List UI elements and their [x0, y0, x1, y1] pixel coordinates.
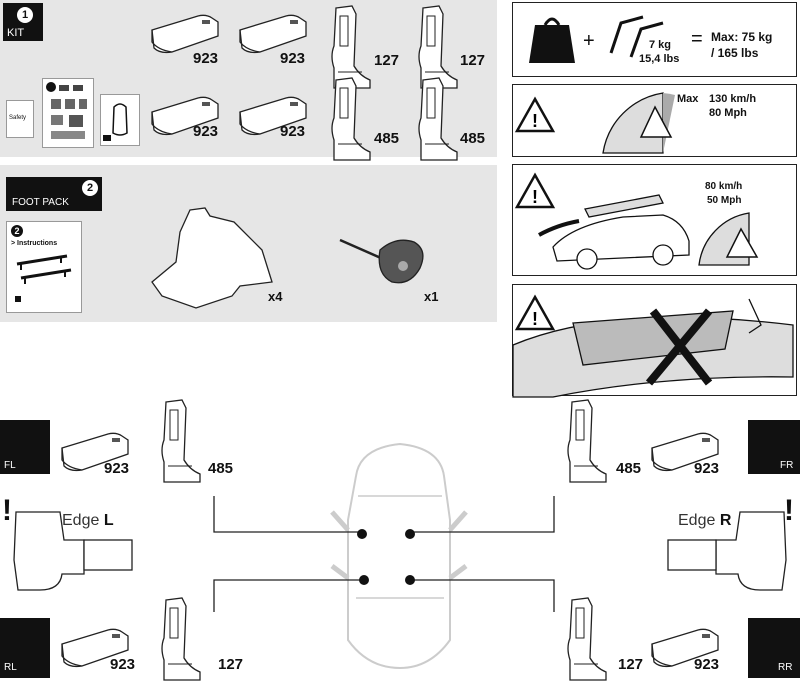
load-info-box: + 7 kg 15,4 lbs = Max: 75 kg / 165 lbs — [512, 2, 797, 77]
edge-left-prefix: Edge — [62, 512, 100, 529]
kit-part-code: 127 — [460, 52, 486, 69]
svg-text:!: ! — [532, 111, 538, 131]
edge-left-side: L — [103, 512, 114, 529]
key-quantity: x1 — [424, 289, 439, 304]
mount-point-fr — [405, 529, 415, 539]
roof-rack-icon — [609, 15, 664, 58]
speedometer-warning-icon: ! — [514, 92, 675, 154]
kit-label: KIT — [7, 27, 25, 39]
edge-right-warning: ! — [784, 494, 794, 527]
kit-part-code: 923 — [280, 123, 306, 140]
loaded-car-warning-icon: ! — [514, 172, 759, 270]
fl-bar-code: 923 — [104, 460, 130, 477]
footpack-header: 2 FOOT PACK — [6, 177, 102, 211]
kit-header: 1 KIT — [3, 3, 43, 41]
corner-tag-rl-label: RL — [4, 662, 17, 673]
corner-tag-rr-label: RR — [778, 662, 793, 673]
foot-quantity: x4 — [268, 289, 283, 304]
footpack-label: FOOT PACK — [12, 197, 69, 208]
speed-max-mph: 80 Mph — [709, 107, 747, 119]
kit-part-code: 485 — [374, 130, 400, 147]
max-load-lbs: / 165 lbs — [711, 46, 759, 60]
corner-tag-fr-label: FR — [780, 460, 794, 471]
corner-tag-rr: RR — [748, 618, 800, 678]
corner-tag-fr: FR — [748, 420, 800, 474]
corner-tag-fl: FL — [0, 420, 50, 474]
fl-foot-code: 485 — [208, 460, 234, 477]
speed-max-kmh: 130 km/h — [709, 93, 757, 105]
edge-right-prefix: Edge — [678, 512, 716, 529]
roof-bars-icon — [15, 254, 72, 302]
safety-document-label: Safety — [9, 115, 27, 121]
kit-part-code: 923 — [280, 50, 306, 67]
footpack-instructions-document: 2 > Instructions — [6, 221, 82, 313]
corner-tag-fl-label: FL — [4, 460, 16, 471]
footpack-panel: 2 FOOT PACK 2 > Instructions — [0, 165, 497, 322]
svg-text:!: ! — [532, 309, 538, 329]
footpack-doc-badge: 2 — [11, 225, 23, 237]
edge-right-side: R — [719, 512, 732, 529]
max-load: Max: 75 kg — [711, 30, 773, 44]
kit-part-code: 923 — [193, 123, 219, 140]
car-top-icon — [103, 103, 128, 141]
kit-badge: 1 — [17, 7, 33, 23]
rr-foot-code: 127 — [618, 656, 644, 673]
kit-doc-badge-icon — [46, 82, 56, 92]
footpack-badge: 2 — [82, 180, 98, 196]
no-sunroof-box: ! — [512, 284, 797, 398]
rack-weight-lbs: 15,4 lbs — [639, 53, 680, 65]
speed-info-box: ! Max 130 km/h 80 Mph — [512, 84, 797, 157]
svg-text:!: ! — [532, 187, 538, 207]
kit-instructions-document — [42, 78, 94, 148]
speed-load-kmh: 80 km/h — [705, 181, 743, 192]
rl-foot-code: 127 — [218, 656, 244, 673]
rr-bar-code: 923 — [694, 656, 720, 673]
fr-foot-code: 485 — [616, 460, 642, 477]
car-topview-icon — [330, 442, 468, 670]
safety-document: Safety — [6, 100, 34, 138]
corner-tag-rl: RL — [0, 618, 50, 678]
footpack-doc-title: > Instructions — [11, 240, 58, 247]
edge-left-label: Edge L — [62, 512, 114, 530]
speed-load-mph: 50 Mph — [707, 195, 742, 206]
fr-bar-code: 923 — [694, 460, 720, 477]
rl-bar-code: 923 — [110, 656, 136, 673]
load-speed-box: ! 80 km/h 50 Mph — [512, 164, 797, 276]
kit-doc-parts-icon — [51, 85, 87, 139]
equals-sign: = — [691, 28, 703, 50]
kit-panel: 1 KIT Safety — [0, 0, 497, 157]
speed-max-label: Max — [677, 93, 699, 105]
weight-icon — [529, 17, 575, 63]
sunroof-prohibited-icon: ! — [512, 294, 794, 398]
mount-point-rl — [359, 575, 369, 585]
kit-part-code: 923 — [193, 50, 219, 67]
edge-right-label: Edge R — [678, 512, 731, 530]
plus-sign: + — [583, 30, 595, 52]
kit-part-code: 127 — [374, 52, 400, 69]
mount-point-fl — [357, 529, 367, 539]
fit-document — [100, 94, 140, 146]
mount-point-rr — [405, 575, 415, 585]
kit-part-code: 485 — [460, 130, 486, 147]
rack-weight: 7 kg — [649, 39, 672, 51]
edge-left-warning: ! — [2, 494, 12, 527]
